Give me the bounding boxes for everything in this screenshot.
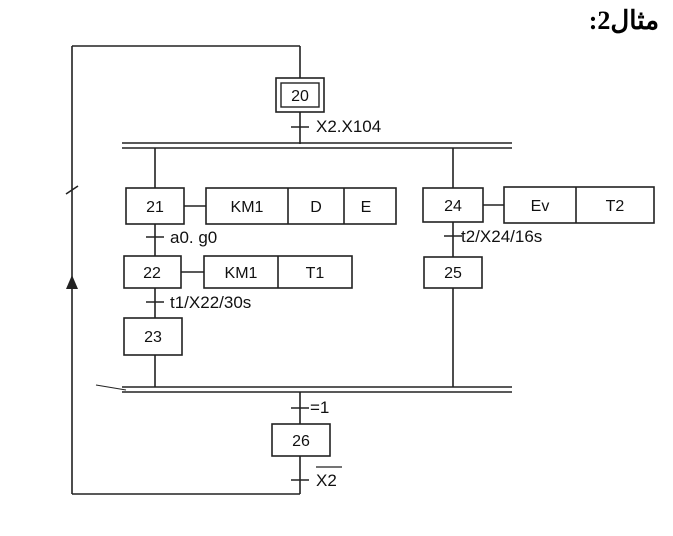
actions-step-21: KM1 D E	[205, 187, 397, 225]
step-23: 23	[123, 317, 183, 356]
transition-t1: t1/X22/30s	[170, 293, 251, 312]
transition-not-x2: X2	[316, 471, 337, 490]
step-24: 24	[422, 187, 484, 223]
step-21: 21	[125, 187, 185, 225]
step-26: 26	[271, 423, 331, 457]
step-23-label: 23	[144, 329, 162, 346]
transition-a0-g0: a0. g0	[170, 228, 217, 247]
transition-x2-x104: X2.X104	[316, 117, 381, 136]
actions-step-24: Ev T2	[503, 186, 655, 224]
step-24-label: 24	[444, 198, 462, 215]
page-title: مثال2:	[588, 6, 659, 35]
step-22: 22	[123, 255, 182, 289]
action-e: E	[361, 199, 372, 216]
step-26-label: 26	[292, 433, 310, 450]
step-20-label: 20	[291, 88, 309, 105]
transition-t2: t2/X24/16s	[461, 227, 542, 246]
arrow-up-icon	[66, 275, 78, 289]
step-20: 20	[275, 77, 325, 113]
step-22-label: 22	[143, 265, 161, 282]
step-21-label: 21	[146, 199, 164, 216]
step-25-label: 25	[444, 265, 462, 282]
action-ev: Ev	[531, 198, 550, 215]
action-t2: T2	[606, 198, 625, 215]
action-km1-22: KM1	[225, 265, 258, 282]
actions-step-22: KM1 T1	[203, 255, 353, 289]
transition-always-true: =1	[310, 398, 329, 417]
action-d: D	[310, 199, 322, 216]
action-km1: KM1	[231, 199, 264, 216]
step-25: 25	[423, 256, 483, 289]
action-t1: T1	[306, 265, 325, 282]
